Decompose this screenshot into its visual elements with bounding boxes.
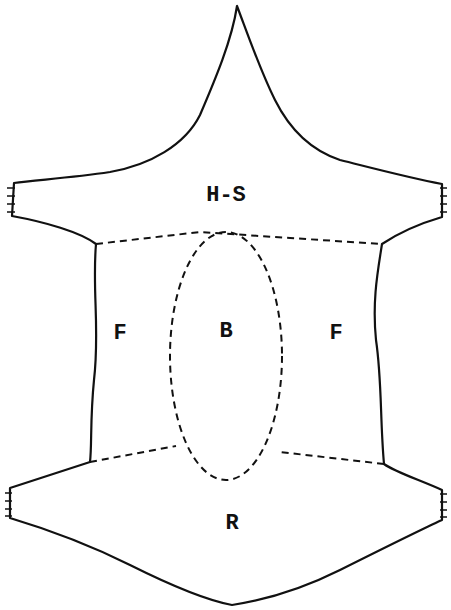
region-boundaries — [90, 232, 384, 480]
region-label: F — [329, 323, 342, 345]
pelt-outline — [10, 6, 442, 605]
region-label: B — [219, 321, 232, 343]
region-label: R — [225, 513, 238, 535]
region-label: H-S — [206, 185, 246, 207]
cut-hatching — [5, 188, 447, 517]
region-label: F — [113, 323, 126, 345]
